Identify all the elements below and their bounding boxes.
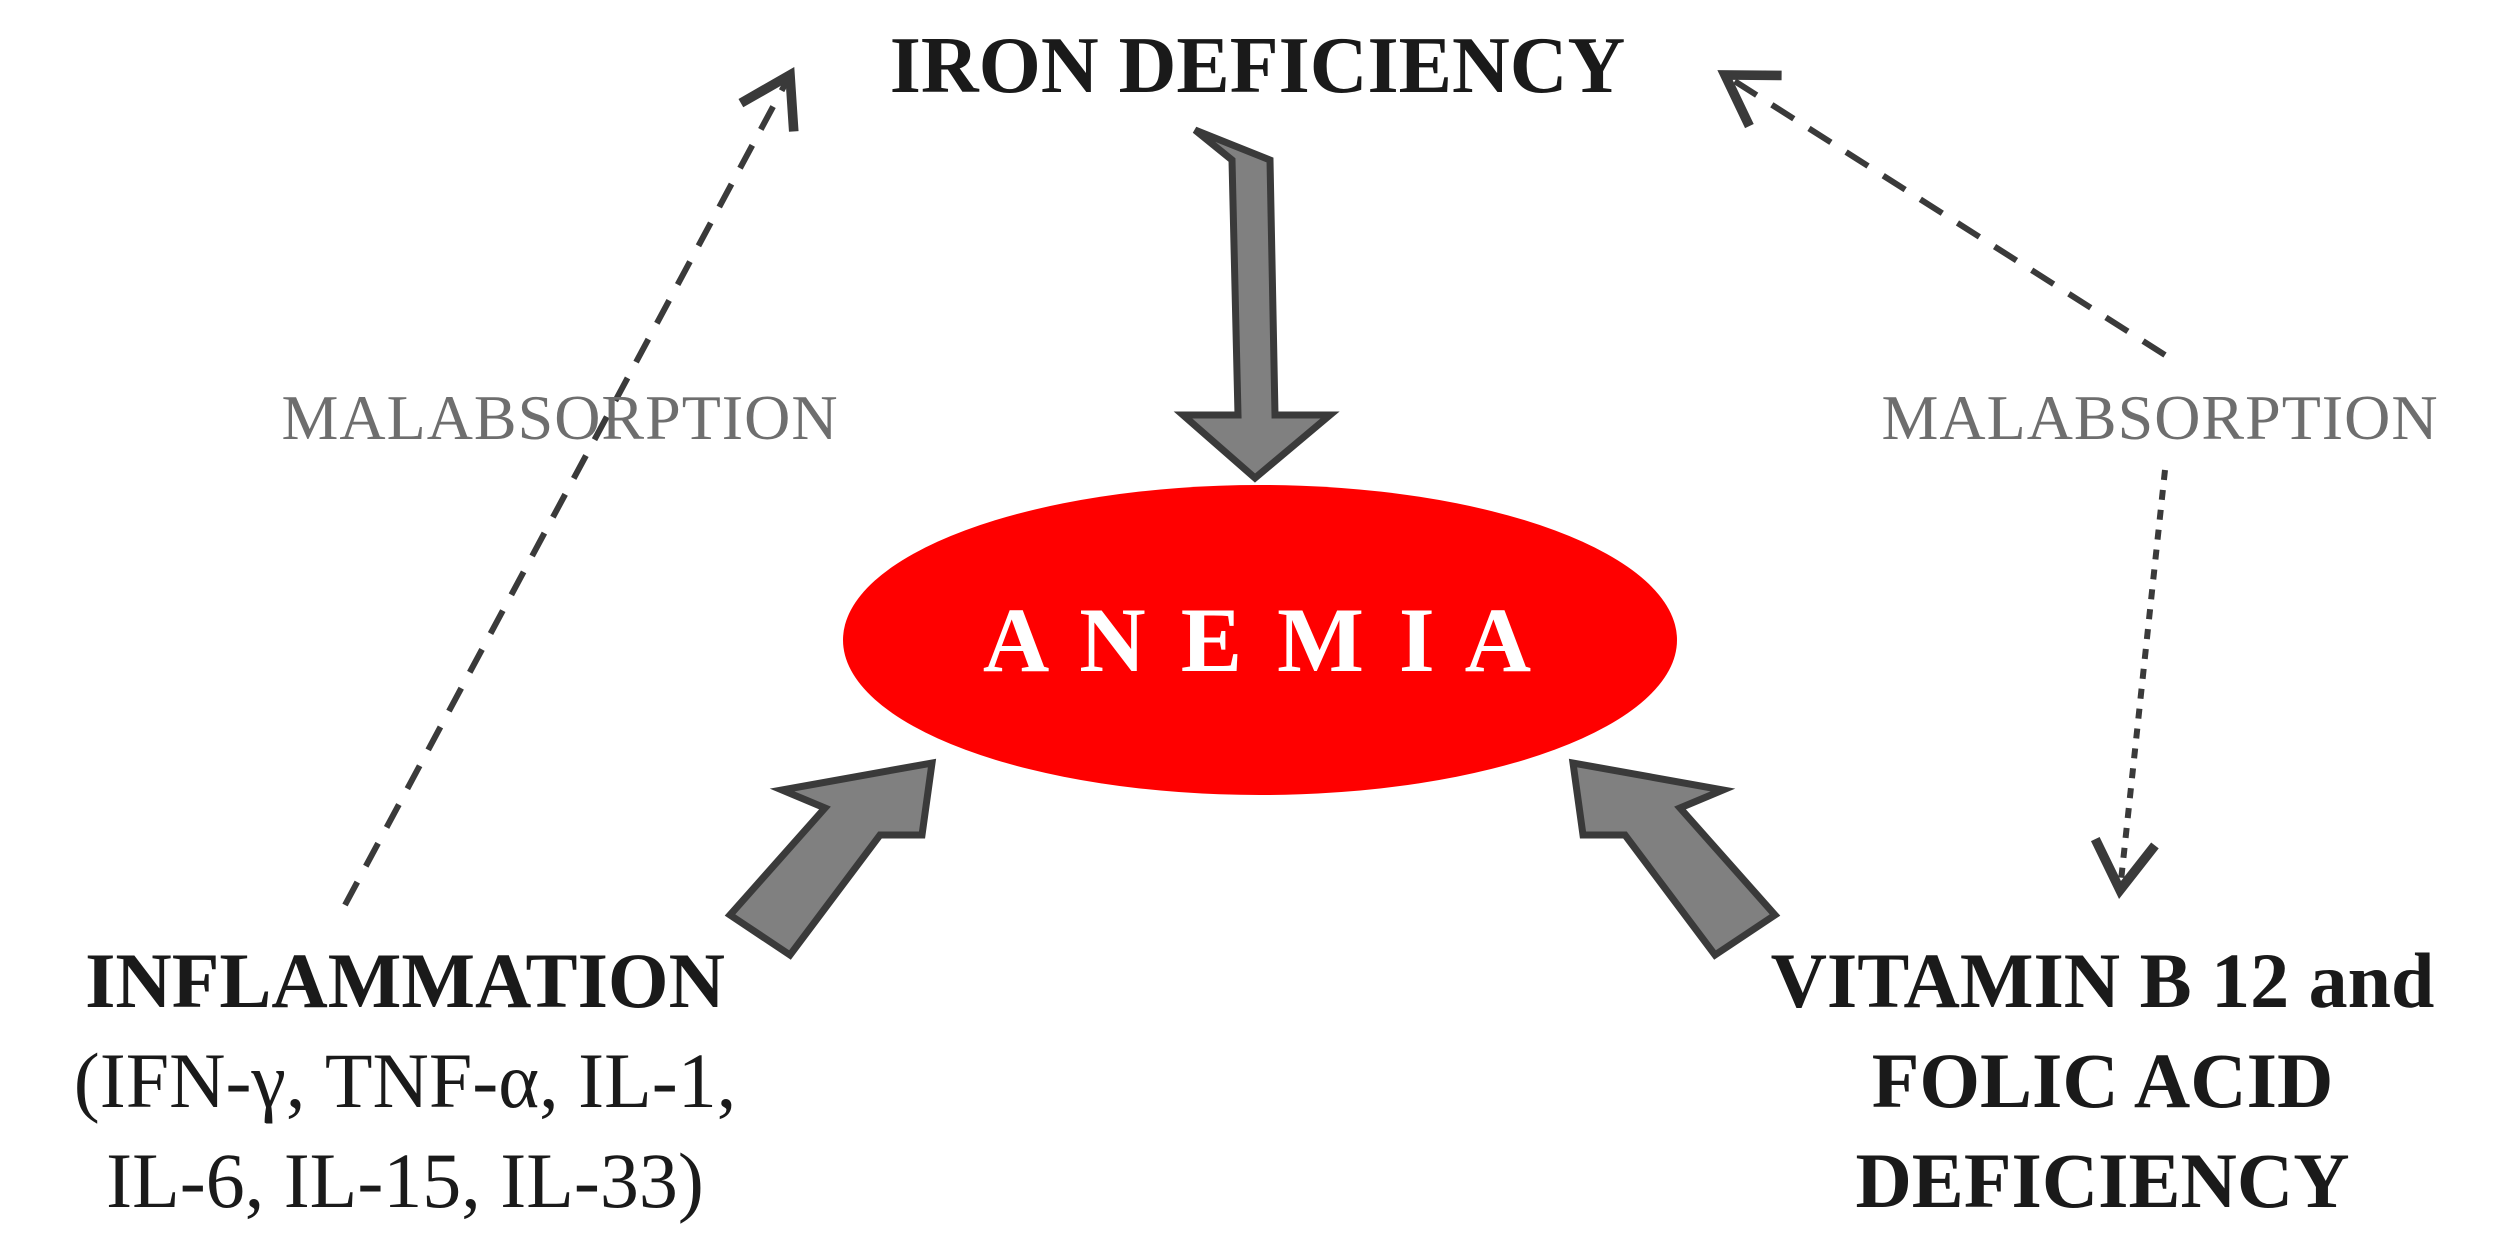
vitamin-deficiency-line1: VITAMIN B 12 and xyxy=(1770,937,2435,1024)
malabsorption-left-label: MALABSORPTION xyxy=(281,382,839,453)
block-arrow-iron-to-anemia xyxy=(1173,126,1340,483)
anemia-ellipse xyxy=(843,485,1677,795)
inflammation-cytokines-line1: (IFN-γ, TNF-α, IL-1, xyxy=(73,1037,737,1124)
dashed-arrow-inflammation-to-iron xyxy=(342,67,799,907)
vitamin-deficiency-line3: DEFICIENCY xyxy=(1855,1137,2350,1224)
anemia-label: A N E M I A xyxy=(982,589,1538,691)
dotted-arrow-to-vitamin xyxy=(2090,469,2168,900)
inflammation-cytokines-line2: IL-6, IL-15, IL-33) xyxy=(106,1137,704,1224)
inflammation-title: INFLAMMATION xyxy=(85,937,725,1024)
block-arrow-inflammation-to-anemia xyxy=(724,758,937,960)
dashed-arrow-right-to-iron xyxy=(1717,70,2167,358)
vitamin-deficiency-line2: FOLIC ACID xyxy=(1871,1037,2334,1124)
block-arrow-vitamin-to-anemia xyxy=(1568,758,1781,960)
iron-deficiency-label: IRON DEFICIENCY xyxy=(889,22,1626,110)
malabsorption-right-label: MALABSORPTION xyxy=(1881,382,2439,453)
